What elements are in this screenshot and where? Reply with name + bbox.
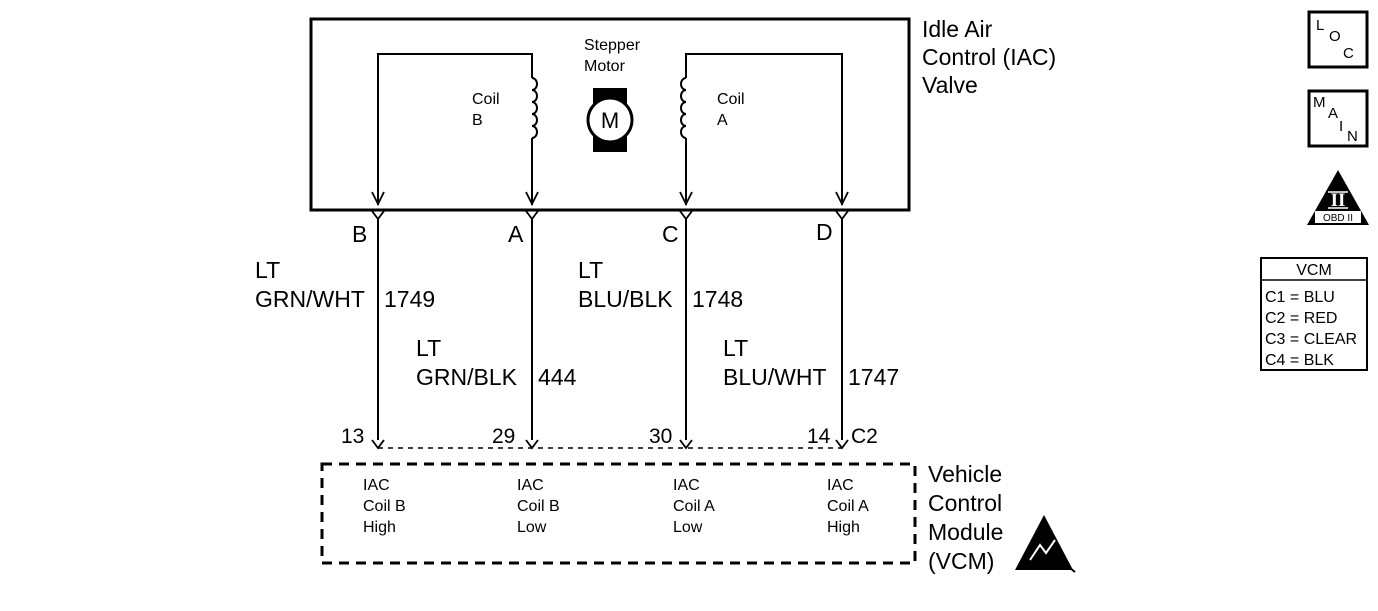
vcm-circuit-4-line-3: High [827, 519, 860, 536]
pin-label-b: B [352, 221, 367, 247]
vcm-circuit-2-line-3: Low [517, 519, 547, 536]
main-icon: M A I N [1307, 89, 1369, 148]
pin-a-arrow [525, 191, 539, 207]
coil-b-label-2: B [472, 112, 483, 129]
vcm-circuit-2-line-1: IAC [517, 477, 544, 494]
main-letter-m: M [1313, 94, 1326, 111]
vcm-title-2: Control [928, 490, 1002, 516]
iac-title-3: Valve [922, 72, 978, 98]
pin-c-arrow [679, 191, 693, 207]
coil-b-winding [531, 77, 538, 139]
loc-letter-o: O [1329, 28, 1341, 45]
wire-1748-color-1: LT [578, 257, 603, 283]
vcm-pin-30-terminal [679, 439, 693, 450]
wire-1748-circuit: 1748 [692, 286, 743, 312]
coil-a-label-2: A [717, 112, 728, 129]
iac-valve-box [309, 17, 911, 212]
wire-1747-color-2: BLU/WHT [723, 364, 827, 390]
vcm-connector-legend: VCM C1 = BLU C2 = RED C3 = CLEAR C4 = BL… [1260, 257, 1368, 371]
vcm-circuit-4-line-2: Coil A [827, 498, 869, 515]
wire-444-color-2: GRN/BLK [416, 364, 518, 390]
vcm-pin-13: 13 [341, 425, 364, 448]
loc-letter-c: C [1343, 45, 1354, 62]
vcm-pin-30: 30 [649, 425, 672, 448]
main-letter-a: A [1328, 105, 1338, 122]
coil-a-label-1: Coil [717, 91, 745, 108]
loc-letter-l: L [1316, 17, 1324, 34]
legend-row-c1: C1 = BLU [1265, 289, 1335, 306]
obd-numeral: II [1331, 190, 1346, 211]
vcm-circuit-1-line-1: IAC [363, 477, 390, 494]
stepper-label-2: Motor [584, 58, 626, 75]
vcm-pin-14-terminal [835, 439, 849, 450]
pin-d-arrow [835, 191, 849, 207]
wire-444-color-1: LT [416, 335, 441, 361]
esd-sensitive-icon [1015, 515, 1076, 573]
vcm-title-3: Module [928, 519, 1003, 545]
main-letter-i: I [1339, 118, 1343, 135]
wire-1749-color-1: LT [255, 257, 280, 283]
vcm-pin-29: 29 [492, 425, 515, 448]
coil-a-winding [680, 77, 687, 139]
iac-title-1: Idle Air [922, 16, 993, 42]
stepper-label-1: Stepper [584, 37, 641, 54]
wire-1749-color-2: GRN/WHT [255, 286, 365, 312]
vcm-circuit-2-line-2: Coil B [517, 498, 560, 515]
vcm-pin-29-terminal [525, 439, 539, 450]
stepper-motor-icon: M [586, 88, 634, 152]
vcm-title-4: (VCM) [928, 548, 994, 574]
coil-b-outer-lead [377, 53, 533, 205]
pin-label-d: D [816, 219, 833, 245]
vcm-pin-14: 14 [807, 425, 831, 448]
legend-row-c2: C2 = RED [1265, 310, 1337, 327]
motor-symbol-label: M [601, 108, 619, 133]
pin-label-c: C [662, 221, 679, 247]
legend-title: VCM [1296, 262, 1332, 279]
vcm-circuit-1-line-3: High [363, 519, 396, 536]
vcm-circuit-3-line-1: IAC [673, 477, 700, 494]
obd-label: OBD II [1323, 213, 1353, 224]
wire-1749-circuit: 1749 [384, 286, 435, 312]
vcm-circuit-3-line-3: Low [673, 519, 703, 536]
wire-1747-color-1: LT [723, 335, 748, 361]
vcm-connector-label: C2 [851, 425, 878, 448]
wire-1747-circuit: 1747 [848, 364, 899, 390]
vcm-title-1: Vehicle [928, 461, 1002, 487]
obd-ii-icon: II OBD II [1307, 170, 1369, 225]
pin-b-arrow [371, 191, 385, 207]
main-letter-n: N [1347, 128, 1358, 145]
vcm-circuit-3-line-2: Coil A [673, 498, 715, 515]
coil-b-label-1: Coil [472, 91, 500, 108]
legend-row-c3: C3 = CLEAR [1265, 331, 1357, 348]
coil-a-outer-lead [685, 53, 843, 205]
legend-row-c4: C4 = BLK [1265, 352, 1334, 369]
iac-title-2: Control (IAC) [922, 44, 1056, 70]
wire-1748-color-2: BLU/BLK [578, 286, 673, 312]
vcm-circuit-4-line-1: IAC [827, 477, 854, 494]
loc-icon: L O C [1307, 10, 1369, 69]
vcm-pin-13-terminal [371, 439, 385, 450]
pin-label-a: A [508, 221, 524, 247]
wire-444-circuit: 444 [538, 364, 577, 390]
vcm-circuit-1-line-2: Coil B [363, 498, 406, 515]
vcm-box [320, 462, 917, 565]
